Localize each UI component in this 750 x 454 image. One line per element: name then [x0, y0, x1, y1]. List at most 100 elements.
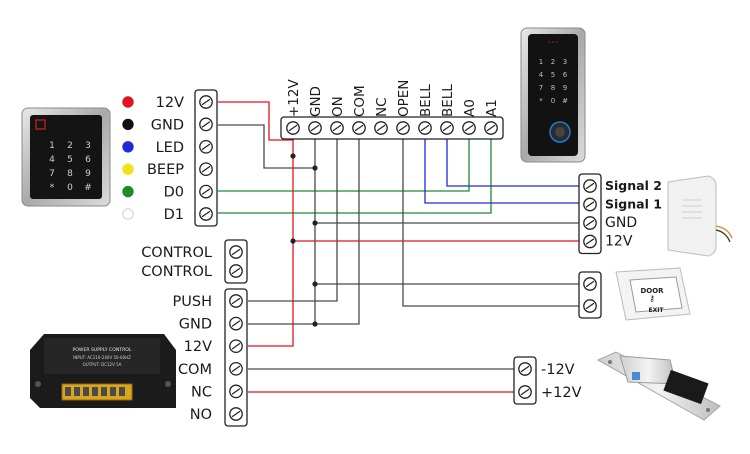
terminal-label: GND	[605, 215, 637, 231]
terminal-label: 12V	[605, 234, 633, 250]
power-terminal-labels: PUSH GND 12V COM NC NO	[173, 294, 213, 423]
reader-terminal-screw	[199, 162, 213, 177]
exit-button-device: DOOR ⚷ EXIT	[615, 267, 691, 321]
lock-terminal-screw	[518, 385, 532, 399]
wire-bell-signal1	[424, 128, 584, 204]
wire-controller-gnd	[248, 128, 316, 325]
power-terminal-screw	[229, 407, 243, 421]
junction-dot	[290, 238, 296, 244]
junction-dot	[312, 281, 318, 287]
terminal-label: Signal 1	[605, 197, 662, 212]
exit-button-terminal-block	[578, 271, 602, 319]
power-terminal-screw	[229, 384, 243, 399]
svg-text:0: 0	[551, 97, 555, 105]
wire-reader-gnd	[218, 124, 315, 169]
terminal-label: PUSH	[173, 294, 212, 310]
svg-text:8: 8	[551, 84, 555, 92]
terminal-label: ON	[330, 96, 346, 117]
terminal-label: -12V	[541, 362, 575, 378]
reader-terminal-screw	[199, 139, 213, 154]
terminal-label: COM	[178, 362, 212, 378]
controller-terminal-screw	[330, 121, 344, 135]
junction-dot	[312, 220, 318, 226]
svg-text:#: #	[84, 183, 92, 193]
svg-text:9: 9	[563, 84, 567, 92]
terminal-label: 12V	[156, 95, 184, 111]
terminal-label: D0	[164, 185, 184, 201]
reader-terminal-block	[194, 89, 218, 227]
terminal-label: NO	[190, 407, 212, 423]
wire-com	[315, 128, 360, 325]
wire-color-dot	[122, 96, 134, 108]
terminal-label: COM	[352, 85, 368, 117]
lock-terminal-block	[513, 356, 537, 405]
svg-text:6: 6	[563, 71, 568, 79]
svg-text:#: #	[562, 97, 568, 105]
reader-terminal-screw	[199, 207, 213, 221]
doorbell-terminal-screw	[583, 216, 597, 230]
power-terminal-screw	[229, 316, 243, 331]
terminal-label: BELL	[418, 84, 434, 117]
svg-text:1: 1	[49, 141, 55, 151]
svg-text:7: 7	[539, 84, 543, 92]
control-terminal-block	[224, 239, 248, 284]
terminal-label: 12V	[184, 339, 212, 355]
controller-terminal-screw	[374, 121, 388, 135]
wire-color-dot	[122, 208, 134, 220]
terminal-label: CONTROL	[141, 264, 212, 280]
doorbell-terminal-screw	[583, 197, 597, 212]
svg-text:4: 4	[539, 71, 544, 79]
svg-text:6: 6	[85, 155, 91, 165]
terminal-label: A0	[462, 99, 478, 117]
wire-color-dot	[122, 141, 134, 153]
power-supply-input: INPUT: AC110-240V 50-60HZ	[73, 355, 131, 360]
doorbell-terminal-screw	[583, 179, 597, 193]
power-terminal-screw	[229, 339, 243, 354]
controller-terminal-block	[280, 116, 504, 140]
power-terminal-housing	[224, 288, 248, 427]
power-terminal-screw	[229, 361, 243, 376]
lock-terminal-labels: -12V +12V	[541, 362, 582, 401]
terminal-label: BELL	[440, 84, 456, 117]
controller-terminal-screw	[308, 121, 322, 135]
doorbell-device	[667, 175, 733, 257]
wires	[218, 101, 584, 393]
controller-terminal-screw	[462, 121, 476, 135]
terminal-label: Signal 2	[605, 178, 662, 193]
junction-dot	[290, 153, 296, 159]
power-supply-device: POWER SUPPLY CONTROL INPUT: AC110-240V 5…	[30, 334, 176, 408]
svg-text:7: 7	[49, 169, 55, 179]
wire-on-push	[248, 128, 338, 302]
reader-terminal-screw	[199, 117, 213, 132]
power-terminal-screw	[229, 294, 243, 308]
controller-terminal-screw	[418, 121, 432, 135]
terminal-label: D1	[164, 207, 184, 223]
terminal-label: A1	[484, 99, 500, 117]
svg-text:8: 8	[67, 169, 73, 179]
terminal-label: +12V	[541, 385, 582, 401]
control-terminal-screw	[229, 245, 243, 259]
wire-open-exit	[402, 128, 584, 307]
lock-terminal-screw	[518, 362, 532, 376]
controller-terminal-screw	[440, 121, 454, 135]
doorbell-terminal-housing	[578, 173, 602, 255]
terminal-label: +12V	[286, 79, 302, 117]
doorbell-terminal-screw	[583, 234, 597, 249]
terminal-label: GND	[151, 117, 184, 133]
svg-text:5: 5	[551, 71, 555, 79]
svg-text:~•~: ~•~	[547, 40, 558, 46]
control-terminal-screw	[229, 264, 243, 278]
power-supply-output: OUTPUT: DC12V 5A	[83, 362, 122, 367]
wire-controller-12v	[248, 128, 294, 347]
svg-text:9: 9	[85, 169, 91, 179]
terminal-label: NC	[191, 384, 212, 400]
svg-text:5: 5	[67, 155, 73, 165]
junction-dot	[312, 321, 318, 327]
terminal-label: GND	[179, 317, 212, 333]
wire-color-dot	[122, 163, 134, 175]
wire-color-dot	[122, 185, 134, 198]
